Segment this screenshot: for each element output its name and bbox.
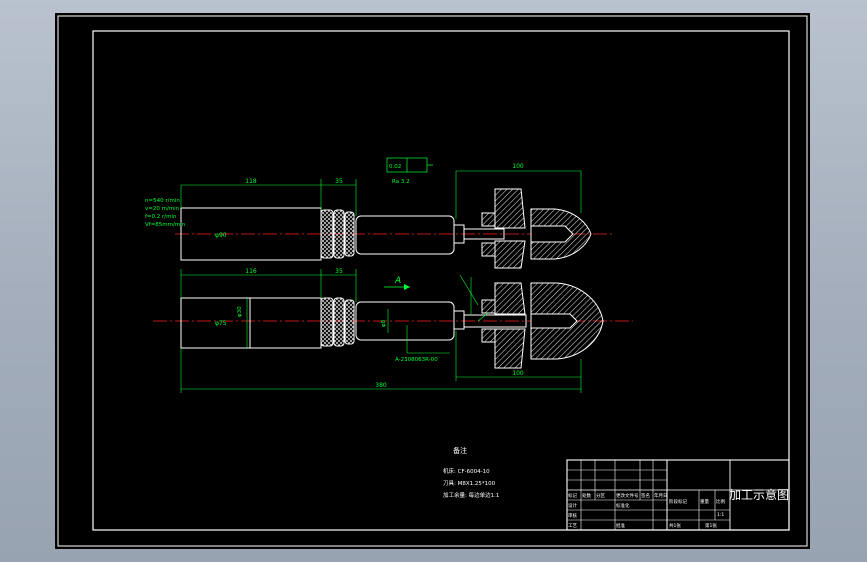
section-mark: A (394, 276, 401, 286)
tb-label-scale: 比例 (716, 498, 725, 505)
tb-label-weight: 重量 (700, 498, 709, 505)
tolerance-callout: 0.02 Ra 3.2 (386, 157, 433, 185)
bottom-knurl-ring-1 (320, 297, 334, 347)
tb-drawing-name: 加工示意图 (729, 487, 789, 502)
tb-sheet-index: 第1张 (705, 522, 717, 529)
dim-overall-length: 380 (375, 382, 387, 389)
dim-body-diameter: φ30 (237, 306, 243, 317)
tb-label-designer: 设计 (568, 502, 577, 509)
top-knurl-ring-3 (344, 211, 355, 257)
top-spindle (355, 215, 455, 255)
dim-bottom-length-b: 35 (335, 268, 343, 275)
bottom-fixture-upper (494, 282, 526, 315)
bottom-main-body (180, 297, 322, 349)
tb-label-qty: 处数 (582, 492, 591, 499)
top-assembly: 118 35 100 φ90 0.02 Ra 3.2 n=540 r/mi (145, 157, 615, 269)
drawing-canvas[interactable]: 118 35 100 φ90 0.02 Ra 3.2 n=540 r/mi (55, 13, 810, 549)
notes-heading: 备注 (453, 446, 467, 455)
top-fixture-upper (494, 188, 526, 229)
top-knurl-ring-1 (320, 209, 334, 259)
spec-label: A-2308063R-00 (395, 357, 438, 363)
dim-top-diameter: φ90 (215, 232, 227, 239)
param-feed-rate: Vf=85mm/min (145, 222, 186, 228)
section-indicator: A (384, 276, 410, 290)
tolerance-value: 0.02 (389, 164, 401, 170)
tb-label-review: 审核 (568, 512, 577, 519)
notes-line-1: 机床: CF-6004-10 (443, 467, 490, 475)
drawing-sheet: 118 35 100 φ90 0.02 Ra 3.2 n=540 r/mi (55, 13, 810, 549)
outer-frame (57, 15, 808, 547)
tb-label-revision: 标记 (568, 492, 577, 499)
tb-label-stage: 阶段标记 (669, 498, 687, 505)
roughness-value: Ra 3.2 (392, 179, 410, 185)
dim-top-length-c: 100 (512, 163, 524, 170)
notes-line-3: 加工余量: 每边单边1.1 (443, 491, 499, 499)
param-feed: f=0.2 r/min (145, 214, 177, 220)
top-knurl-ring-2 (333, 209, 345, 259)
tb-label-sign: 签名 (641, 492, 650, 499)
tb-label-date: 年月日 (654, 492, 668, 499)
tb-sheet-count: 共1张 (669, 522, 681, 529)
bottom-knurl-ring-3 (344, 299, 355, 345)
dim-bottom-diameter: φ75 (215, 320, 227, 327)
dim-bottom-length-a: 116 (245, 268, 257, 275)
bottom-knurl-ring-2 (333, 297, 345, 347)
tb-label-standard: 标准化 (616, 502, 630, 509)
dim-small-diameter: φ8 (381, 319, 387, 327)
title-block: 标记 处数 分区 更改文件号 签名 年月日 设计 标准化 审核 工艺 批准 阶段… (566, 459, 790, 531)
top-fixture-lower (494, 240, 526, 269)
tb-label-process: 工艺 (568, 523, 577, 529)
dim-bottom-length-c: 100 (512, 370, 524, 377)
tb-label-change-doc: 更改文件号 (616, 492, 639, 499)
bottom-fixture-lower (494, 328, 526, 369)
cutting-parameters: n=540 r/min v=20 m/min f=0.2 r/min Vf=85… (145, 198, 186, 228)
tb-scale-value: 1:1 (717, 512, 724, 518)
top-tool-holder (463, 228, 505, 240)
tb-label-zone: 分区 (596, 492, 605, 499)
bottom-assembly: 116 35 100 380 φ75 φ30 φ8 A (153, 268, 633, 393)
dim-top-length-b: 35 (335, 178, 343, 185)
notes-line-2: 刀具: M8X1.25*100 (443, 480, 496, 487)
tb-label-approve: 批准 (616, 522, 625, 529)
inner-frame (92, 30, 790, 531)
bottom-tool-holder (463, 314, 527, 328)
dim-top-length-a: 118 (245, 178, 257, 185)
param-cutting-speed: v=20 m/min (145, 206, 180, 212)
param-spindle-speed: n=540 r/min (145, 198, 180, 204)
notes-block: 备注 机床: CF-6004-10 刀具: M8X1.25*100 加工余量: … (443, 446, 499, 499)
bottom-shank (453, 310, 465, 330)
